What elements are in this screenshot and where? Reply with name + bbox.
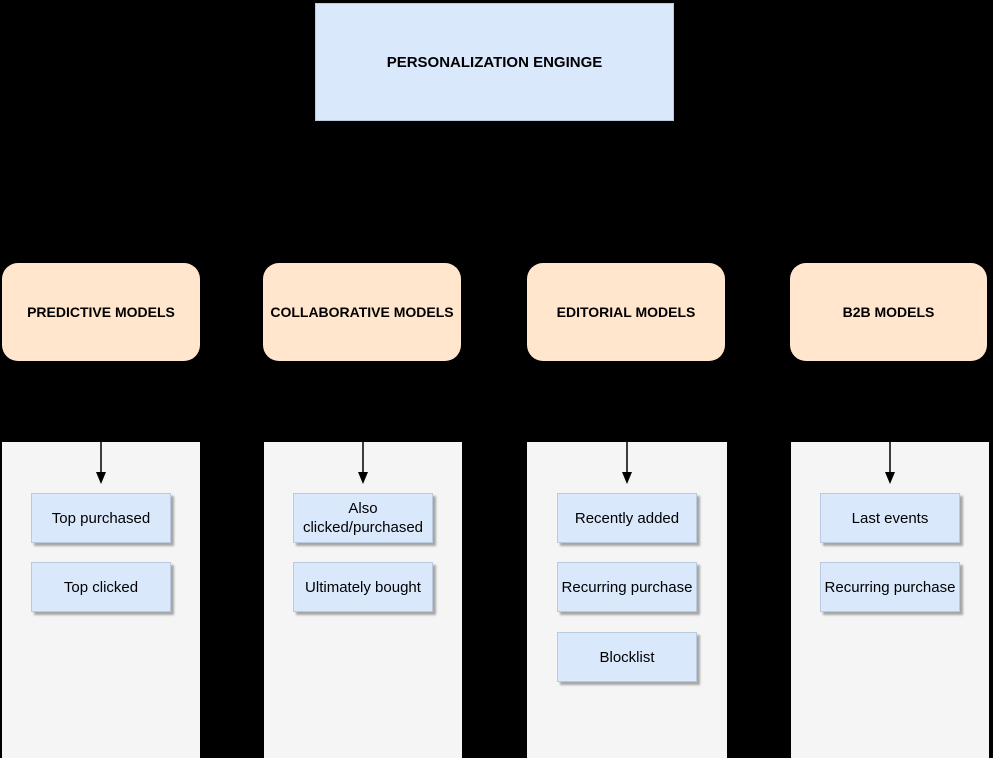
node-editorial-models: EDITORIAL MODELS <box>527 263 725 361</box>
engine-label: PERSONALIZATION ENGINGE <box>386 53 603 71</box>
item-top-clicked: Top clicked <box>31 562 171 612</box>
arrow-head <box>96 472 106 484</box>
item-also-clicked-purchased: Also clicked/purchased <box>293 493 433 543</box>
arrow-head <box>622 472 632 484</box>
arrow-line <box>100 442 102 473</box>
arrow-line <box>889 442 891 473</box>
item-last-events: Last events <box>820 493 960 543</box>
item-recently-added: Recently added <box>557 493 697 543</box>
arrow-line <box>626 442 628 473</box>
item-blocklist: Blocklist <box>557 632 697 682</box>
down-arrow-icon <box>357 442 369 485</box>
node-predictive-models: PREDICTIVE MODELS <box>2 263 200 361</box>
model-label: B2B MODELS <box>842 304 935 320</box>
item-recurring-purchase: Recurring purchase <box>820 562 960 612</box>
arrow-line <box>362 442 364 473</box>
down-arrow-icon <box>95 442 107 485</box>
node-collaborative-models: COLLABORATIVE MODELS <box>263 263 461 361</box>
model-label: PREDICTIVE MODELS <box>27 304 175 320</box>
model-label: EDITORIAL MODELS <box>556 304 696 320</box>
panel-b2b-models: Last events Recurring purchase <box>791 442 989 758</box>
panel-collaborative-models: Also clicked/purchased Ultimately bought <box>264 442 462 758</box>
node-b2b-models: B2B MODELS <box>790 263 987 361</box>
arrow-head <box>885 472 895 484</box>
item-ultimately-bought: Ultimately bought <box>293 562 433 612</box>
item-recurring-purchase: Recurring purchase <box>557 562 697 612</box>
down-arrow-icon <box>621 442 633 485</box>
item-top-purchased: Top purchased <box>31 493 171 543</box>
model-label: COLLABORATIVE MODELS <box>270 304 454 320</box>
down-arrow-icon <box>884 442 896 485</box>
arrow-head <box>358 472 368 484</box>
panel-editorial-models: Recently added Recurring purchase Blockl… <box>527 442 727 758</box>
node-personalization-engine: PERSONALIZATION ENGINGE <box>315 3 674 121</box>
panel-predictive-models: Top purchased Top clicked <box>2 442 200 758</box>
